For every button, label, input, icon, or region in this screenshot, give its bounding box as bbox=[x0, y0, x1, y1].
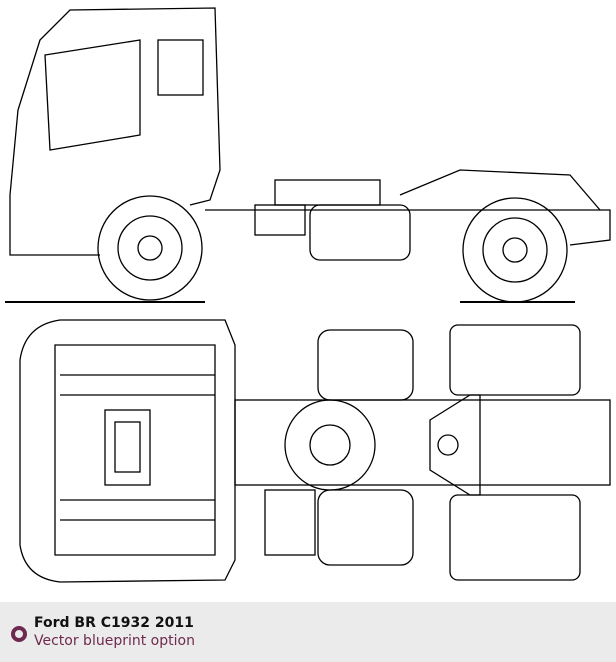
top-view bbox=[19, 319, 611, 583]
spare-wheel bbox=[284, 399, 376, 491]
front-wheel bbox=[97, 195, 203, 301]
bullet-icon bbox=[11, 626, 27, 642]
caption-bar bbox=[0, 602, 616, 662]
side-view bbox=[5, 7, 611, 303]
blueprint-title: Ford BR C1932 2011 bbox=[34, 615, 194, 631]
truck-blueprint bbox=[5, 7, 611, 583]
blueprint-subtitle[interactable]: Vector blueprint option bbox=[34, 633, 195, 649]
rear-wheel bbox=[462, 197, 568, 303]
